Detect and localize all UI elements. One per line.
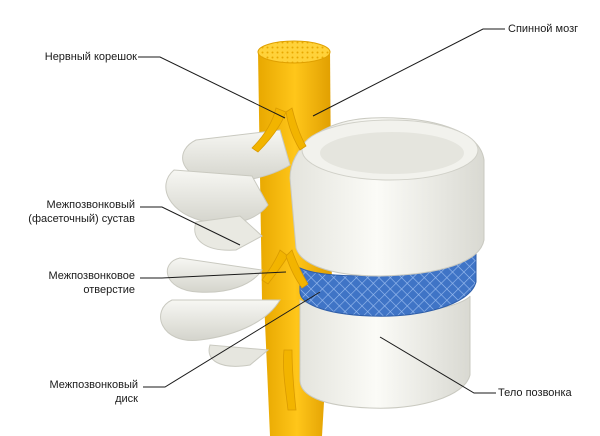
- leader-facet-joint: [140, 206, 241, 246]
- label-vertebral-body: Тело позвонка: [498, 387, 572, 399]
- leader-nerve-root: [138, 56, 286, 119]
- label-facet-joint-line2: (фасеточный) сустав: [28, 213, 135, 225]
- lower-vertebra: [160, 257, 471, 409]
- leader-vertebral-body: [379, 336, 496, 394]
- leader-disc: [143, 291, 321, 388]
- label-foramen-line2: отверстие: [83, 284, 135, 296]
- label-disc-line2: диск: [115, 393, 138, 405]
- upper-vertebra: [165, 117, 485, 277]
- label-facet-joint-line1: Межпозвонковый: [46, 199, 136, 211]
- label-foramen-line1: Межпозвонковое: [48, 270, 135, 282]
- label-facet-joint: Межпозвонковый (фасеточный) сустав: [28, 198, 135, 226]
- label-disc: Межпозвонковый диск: [50, 378, 139, 406]
- leader-lines: [138, 28, 505, 394]
- label-disc-line1: Межпозвонковый: [49, 379, 139, 391]
- nerve-roots: [251, 107, 309, 411]
- leader-foramen: [140, 271, 287, 279]
- label-foramen: Межпозвонковое отверстие: [48, 269, 135, 297]
- label-nerve-root: Нервный корешок: [44, 51, 137, 63]
- leader-spinal-cord: [312, 28, 505, 117]
- label-spinal-cord: Спинной мозг: [508, 23, 579, 35]
